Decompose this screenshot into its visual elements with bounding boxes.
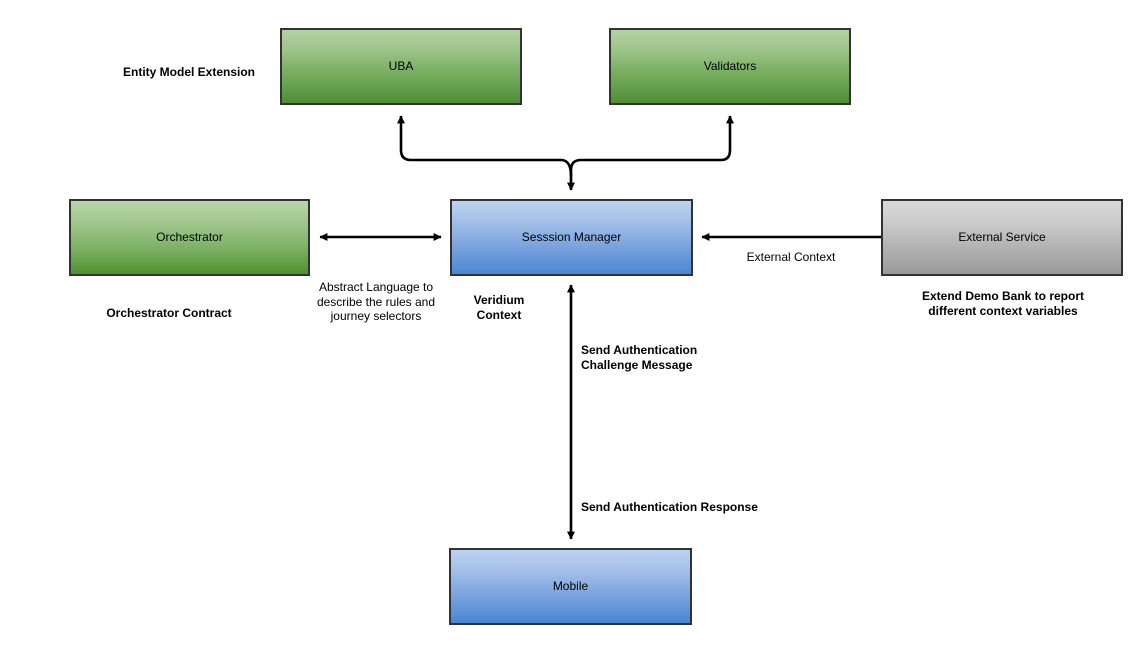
- annotation-extend-demo-bank: Extend Demo Bank to report different con…: [921, 289, 1085, 318]
- annotation-send-auth-response: Send Authentication Response: [581, 500, 758, 514]
- annotation-veridium-context: Veridium Context: [473, 293, 525, 322]
- node-external-service[interactable]: External Service: [881, 199, 1123, 276]
- annotation-orchestrator-contract: Orchestrator Contract: [106, 306, 232, 320]
- node-mobile[interactable]: Mobile: [449, 548, 692, 625]
- annotation-entity-model-extension: Entity Model Extension: [123, 65, 256, 79]
- node-external-service-label: External Service: [958, 230, 1046, 244]
- annotation-abstract-language: Abstract Language to describe the rules …: [316, 280, 436, 324]
- node-validators-label: Validators: [703, 59, 757, 73]
- node-uba[interactable]: UBA: [280, 28, 522, 105]
- annotation-send-auth-challenge: Send Authentication Challenge Message: [581, 343, 698, 372]
- node-mobile-label: Mobile: [552, 579, 589, 593]
- node-validators[interactable]: Validators: [609, 28, 851, 105]
- annotation-external-context: External Context: [746, 250, 836, 264]
- node-uba-label: UBA: [388, 59, 414, 73]
- edge-session-to-uba-validators: [397, 115, 734, 191]
- node-orchestrator[interactable]: Orchestrator: [69, 199, 310, 276]
- node-session-manager[interactable]: Sesssion Manager: [450, 199, 693, 276]
- node-orchestrator-label: Orchestrator: [156, 230, 223, 244]
- node-session-manager-label: Sesssion Manager: [521, 230, 622, 244]
